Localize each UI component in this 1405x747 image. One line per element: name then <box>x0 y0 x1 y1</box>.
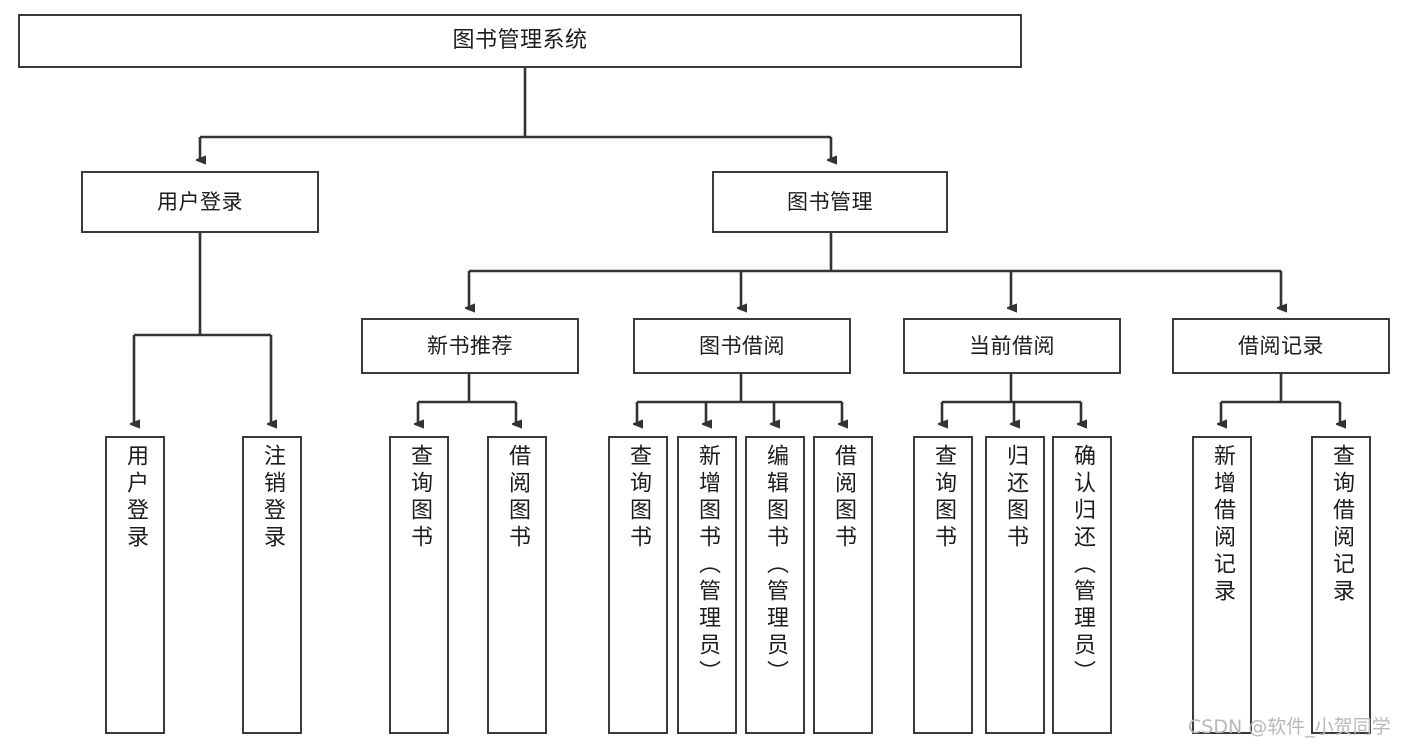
node-leaf-query-book-1[interactable]: 查询图书 <box>389 436 449 734</box>
node-leaf-confirm-return-label: 确认归还（管理员） <box>1070 444 1095 687</box>
node-leaf-user-login[interactable]: 用户登录 <box>105 436 165 734</box>
node-leaf-user-login-label: 用户登录 <box>123 444 148 552</box>
node-leaf-query-record-label: 查询借阅记录 <box>1329 444 1354 606</box>
node-user-login-label: 用户登录 <box>157 189 243 214</box>
node-root-label: 图书管理系统 <box>452 28 588 54</box>
node-leaf-logout[interactable]: 注销登录 <box>242 436 302 734</box>
node-leaf-logout-label: 注销登录 <box>260 444 285 552</box>
node-leaf-query-book-3-label: 查询图书 <box>931 444 956 552</box>
node-leaf-query-book-1-label: 查询图书 <box>407 444 432 552</box>
node-leaf-return-book-label: 归还图书 <box>1003 444 1028 552</box>
node-leaf-query-book-2[interactable]: 查询图书 <box>608 436 668 734</box>
node-leaf-add-record[interactable]: 新增借阅记录 <box>1192 436 1252 734</box>
node-leaf-borrow-book-1-label: 借阅图书 <box>505 444 530 552</box>
node-leaf-add-record-label: 新增借阅记录 <box>1210 444 1235 606</box>
node-current-borrow[interactable]: 当前借阅 <box>903 318 1121 374</box>
node-book-manage-label: 图书管理 <box>787 189 873 214</box>
node-user-login[interactable]: 用户登录 <box>81 171 319 233</box>
node-leaf-query-record[interactable]: 查询借阅记录 <box>1311 436 1371 734</box>
node-leaf-borrow-book-2-label: 借阅图书 <box>831 444 856 552</box>
node-book-manage[interactable]: 图书管理 <box>712 171 948 233</box>
node-borrow-record-label: 借阅记录 <box>1238 333 1324 358</box>
node-root-system[interactable]: 图书管理系统 <box>18 14 1022 68</box>
node-new-book-rec-label: 新书推荐 <box>427 333 513 358</box>
node-leaf-edit-book-label: 编辑图书（管理员） <box>763 444 788 687</box>
node-leaf-edit-book[interactable]: 编辑图书（管理员） <box>745 436 805 734</box>
node-leaf-add-book[interactable]: 新增图书（管理员） <box>677 436 737 734</box>
node-leaf-return-book[interactable]: 归还图书 <box>985 436 1045 734</box>
node-leaf-borrow-book-2[interactable]: 借阅图书 <box>813 436 873 734</box>
node-new-book-rec[interactable]: 新书推荐 <box>361 318 579 374</box>
node-leaf-query-book-2-label: 查询图书 <box>626 444 651 552</box>
node-leaf-borrow-book-1[interactable]: 借阅图书 <box>487 436 547 734</box>
watermark-text: CSDN @软件_小贺同学 <box>1188 716 1391 738</box>
node-leaf-add-book-label: 新增图书（管理员） <box>695 444 720 687</box>
node-borrow-record[interactable]: 借阅记录 <box>1172 318 1390 374</box>
node-book-borrow-label: 图书借阅 <box>699 333 785 358</box>
node-leaf-confirm-return[interactable]: 确认归还（管理员） <box>1052 436 1112 734</box>
node-current-borrow-label: 当前借阅 <box>969 333 1055 358</box>
node-book-borrow[interactable]: 图书借阅 <box>633 318 851 374</box>
node-leaf-query-book-3[interactable]: 查询图书 <box>913 436 973 734</box>
